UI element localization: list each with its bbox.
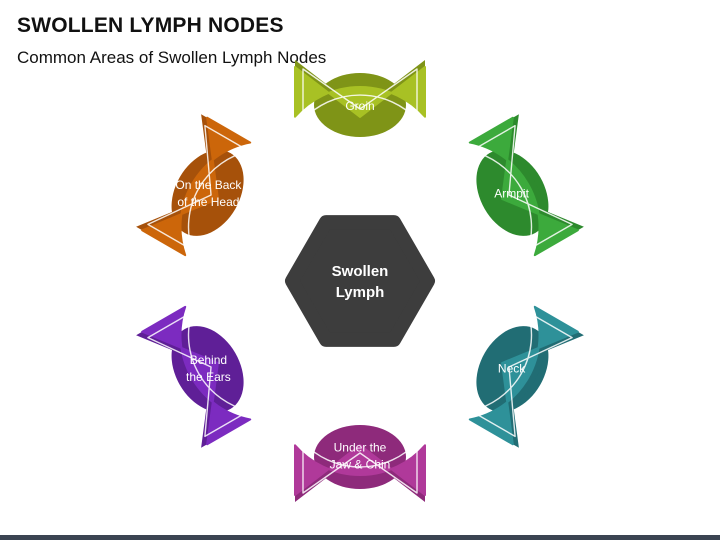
page-subtitle: Common Areas of Swollen Lymph Nodes — [17, 48, 327, 67]
center-label: Swollen — [332, 263, 389, 280]
petal-under-jaw — [294, 425, 426, 502]
petal-label-groin: Groin — [345, 99, 374, 113]
petal-shape — [468, 305, 579, 446]
petal-armpit — [468, 114, 584, 257]
petal-label-behind-ears: Behind — [190, 353, 227, 367]
petal-depth — [295, 452, 425, 502]
petal-outline — [470, 124, 573, 251]
petal-label-back-of-head: On the Back — [175, 178, 242, 192]
petal-groin — [294, 60, 426, 137]
petal-shape — [141, 305, 252, 446]
petal-shape — [468, 116, 579, 257]
center-hexagon — [285, 215, 435, 347]
center-label: Lymph — [336, 284, 385, 301]
petal-behind-ears — [136, 305, 252, 448]
bottom-bar — [0, 535, 720, 540]
petal-back-of-head — [136, 114, 252, 257]
petal-label-under-jaw: Jaw & Chin — [330, 458, 391, 472]
petal-label-armpit: Armpit — [494, 187, 529, 201]
page-title: SWOLLEN LYMPH NODES — [17, 14, 284, 37]
petal-neck — [468, 305, 584, 448]
petal-outline — [302, 441, 418, 494]
petal-outline — [147, 124, 250, 251]
petal-depth — [295, 60, 425, 110]
petal-outline — [470, 311, 573, 438]
petal-label-neck: Neck — [498, 362, 526, 376]
petal-label-under-jaw: Under the — [334, 441, 387, 455]
petal-outline — [302, 68, 418, 121]
petal-shape — [141, 116, 252, 257]
petal-label-behind-ears: the Ears — [186, 370, 231, 384]
petal-outline — [147, 311, 250, 438]
petal-label-back-of-head: of the Head — [177, 195, 239, 209]
petal-shape — [294, 66, 426, 118]
petal-shape — [294, 444, 426, 496]
